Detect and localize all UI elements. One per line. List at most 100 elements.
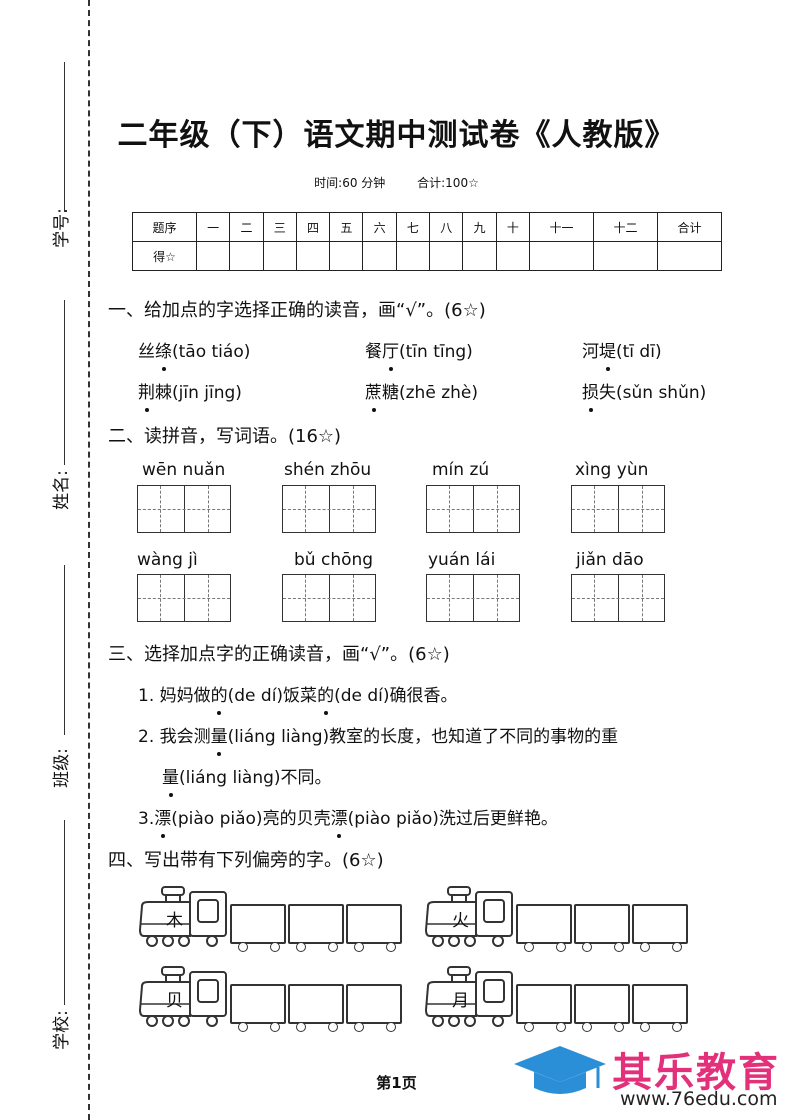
pinyin-label: wēn nuǎn (142, 460, 226, 480)
locomotive-icon (424, 966, 513, 1027)
score-cell[interactable] (362, 241, 397, 271)
answer-box[interactable] (346, 984, 402, 1024)
score-cell[interactable] (295, 241, 331, 271)
q3-line-3: 量(liáng liàng)不同。 (162, 768, 332, 788)
score-table-score-row: 得☆ (132, 241, 723, 271)
score-table-header-row: 题序 一 二 三 四 五 六 七 八 九 十 十一 十二 合计 (132, 212, 723, 242)
exam-info: 时间:60 分钟 合计:100☆ (0, 174, 793, 191)
q1-options[interactable]: (sǔn shǔn) (616, 383, 707, 403)
student-id-label: 学号: (52, 208, 72, 248)
table-header-cell: 十 (495, 212, 530, 242)
exam-time: 时间:60 分钟 (314, 176, 386, 190)
class-label: 班级: (52, 748, 72, 788)
school-label: 学校: (52, 1010, 72, 1050)
q1-item: 丝绦(tāo tiáo) (138, 342, 251, 362)
table-header-cell: 五 (329, 212, 364, 242)
pinyin-label: mín zú (432, 460, 490, 480)
score-cell[interactable] (195, 241, 231, 271)
table-header-cell: 题序 (132, 212, 197, 242)
graduation-cap-icon (514, 1046, 606, 1094)
table-header-cell: 一 (195, 212, 231, 242)
tianzige-grid[interactable] (137, 485, 231, 533)
score-cell[interactable] (329, 241, 364, 271)
q3-line-2: 2. 我会测量(liáng liàng)教室的长度，也知道了不同的事物的重 (138, 727, 619, 747)
tianzige-grid[interactable] (137, 574, 231, 622)
answer-box[interactable] (346, 904, 402, 944)
score-cell[interactable] (395, 241, 431, 271)
q1-title: 一、给加点的字选择正确的读音，画“√”。(6☆) (108, 300, 486, 321)
score-cell[interactable] (229, 241, 264, 271)
answer-box[interactable] (632, 984, 688, 1024)
tianzige-grid[interactable] (571, 485, 665, 533)
radical-label: 木 (166, 911, 183, 931)
answer-box[interactable] (574, 984, 630, 1024)
table-header-cell: 六 (362, 212, 397, 242)
table-header-cell: 十一 (528, 212, 594, 242)
q1-item: 餐厅(tīn tīng) (365, 342, 473, 362)
answer-box[interactable] (230, 904, 286, 944)
tianzige-grid[interactable] (282, 574, 376, 622)
radical-label: 贝 (166, 991, 183, 1011)
pinyin-label: jiǎn dāo (576, 550, 644, 570)
answer-box[interactable] (288, 984, 344, 1024)
table-header-cell: 九 (462, 212, 497, 242)
name-label: 姓名: (52, 470, 72, 510)
score-cell[interactable] (429, 241, 464, 271)
q3-line-4: 3.漂(piào piǎo)亮的贝壳漂(piào piǎo)洗过后更鲜艳。 (138, 809, 558, 829)
score-cell[interactable] (656, 241, 723, 271)
tianzige-grid[interactable] (426, 574, 520, 622)
table-header-cell: 合计 (656, 212, 723, 242)
train-radical-yue: 月 (424, 964, 694, 1032)
table-header-cell: 八 (429, 212, 464, 242)
tianzige-grid[interactable] (426, 485, 520, 533)
q3-title: 三、选择加点字的正确读音，画“√”。(6☆) (108, 644, 450, 665)
pinyin-label: shén zhōu (284, 460, 372, 480)
pinyin-label: wàng jì (137, 550, 198, 570)
tianzige-grid[interactable] (282, 485, 376, 533)
locomotive-icon (424, 886, 513, 947)
train-radical-bei: 贝 (138, 964, 408, 1032)
class-rule (64, 565, 65, 735)
name-rule (64, 300, 65, 465)
answer-box[interactable] (574, 904, 630, 944)
brand-logo-text: 其乐教育 (612, 1050, 780, 1096)
table-header-cell: 七 (395, 212, 431, 242)
q1-options[interactable]: (zhē zhè) (399, 383, 478, 403)
exam-total: 合计:100☆ (417, 176, 479, 190)
page-number: 第1页 (376, 1074, 417, 1092)
radical-label: 火 (452, 911, 469, 931)
brand-url: www.76edu.com (620, 1088, 778, 1110)
pinyin-label: bǔ chōng (294, 550, 374, 570)
score-table: 题序 一 二 三 四 五 六 七 八 九 十 十一 十二 合计 得☆ (132, 212, 723, 271)
q1-options[interactable]: (tāo tiáo) (172, 342, 251, 362)
student-id-rule (64, 62, 65, 212)
table-header-cell: 二 (229, 212, 264, 242)
q1-options[interactable]: (tī dī) (616, 342, 662, 362)
q4-title: 四、写出带有下列偏旁的字。(6☆) (108, 850, 384, 871)
page-title: 二年级（下）语文期中测试卷《人教版》 (117, 118, 676, 153)
table-header-cell: 十二 (592, 212, 658, 242)
score-cell[interactable] (528, 241, 594, 271)
score-cell[interactable] (495, 241, 530, 271)
q2-title: 二、读拼音，写词语。(16☆) (108, 426, 342, 447)
q1-item: 损失(sǔn shǔn) (582, 383, 707, 403)
locomotive-icon (138, 966, 227, 1027)
score-cell[interactable] (262, 241, 297, 271)
table-header-cell: 四 (295, 212, 331, 242)
tianzige-grid[interactable] (571, 574, 665, 622)
answer-box[interactable] (516, 904, 572, 944)
answer-box[interactable] (288, 904, 344, 944)
score-cell[interactable] (462, 241, 497, 271)
school-rule (64, 820, 65, 1005)
q1-options[interactable]: (jīn jīng) (172, 383, 242, 403)
binding-dashed-line (88, 0, 90, 1120)
q1-item: 蔗糖(zhē zhè) (365, 383, 478, 403)
q1-options[interactable]: (tīn tīng) (399, 342, 473, 362)
train-radical-mu: 木 (138, 884, 408, 952)
pinyin-label: yuán lái (428, 550, 496, 570)
answer-box[interactable] (230, 984, 286, 1024)
answer-box[interactable] (516, 984, 572, 1024)
q3-line-1: 1. 妈妈做的(de dí)饭菜的(de dí)确很香。 (138, 686, 458, 706)
score-cell[interactable] (592, 241, 658, 271)
answer-box[interactable] (632, 904, 688, 944)
